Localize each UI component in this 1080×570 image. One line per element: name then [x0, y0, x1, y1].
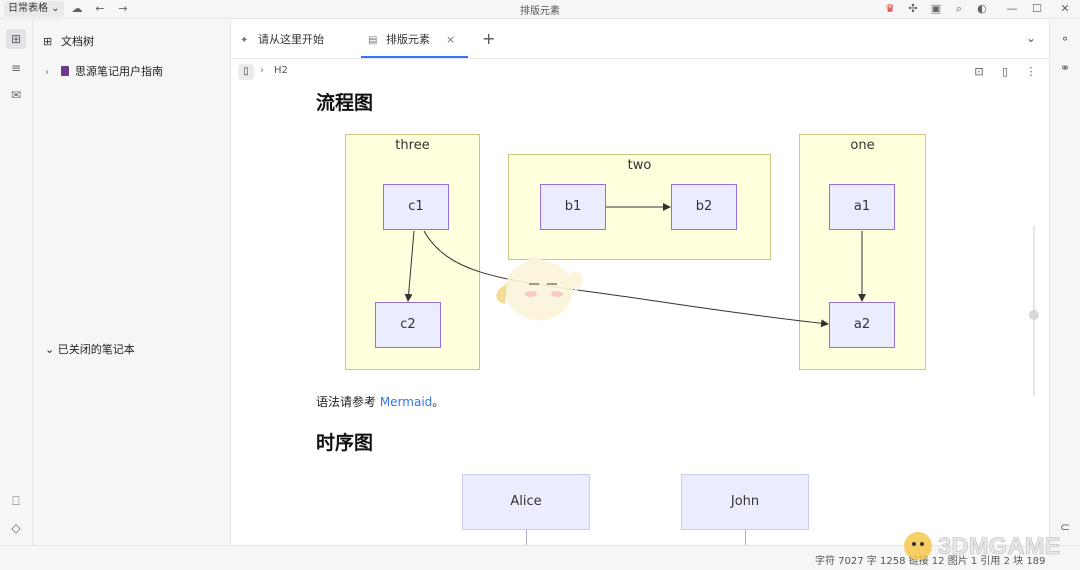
doc-tree-title: 文档树 [61, 35, 94, 48]
tab-label: 请从这里开始 [258, 33, 324, 46]
scrollbar-thumb[interactable] [1029, 310, 1039, 320]
close-icon[interactable]: ✕ [1060, 2, 1070, 15]
chevron-right-icon[interactable]: › [45, 67, 49, 78]
active-tab-indicator [361, 56, 468, 58]
tab-start-here[interactable]: ✦ 请从这里开始 [240, 31, 324, 49]
maximize-icon[interactable]: ☐ [1032, 2, 1042, 15]
link-icon[interactable]: ⊂ [1059, 520, 1071, 534]
lifeline-john [745, 530, 746, 545]
left-dock: ⊞ ≡ ✉ ⎕ ◇ ⊡ [0, 19, 33, 570]
lock-icon[interactable]: ⊡ [974, 65, 984, 78]
subgraph-title: two [627, 158, 652, 173]
window-title: 排版元素 [520, 6, 560, 17]
arrow-right-icon[interactable]: → [118, 2, 128, 15]
doc-tree-icon: ⊞ [43, 35, 53, 48]
chevron-down-icon[interactable]: ⌄ [1026, 31, 1037, 45]
doc-tree-icon[interactable]: ⊞ [6, 29, 26, 49]
minimize-icon[interactable]: — [1006, 2, 1018, 15]
sequence-heading[interactable]: 时序图 [316, 432, 374, 454]
chevron-down-icon: ⌄ [45, 343, 55, 356]
editor-content: 流程图 three two one c1 c2 b1 b2 a1 a2 [232, 86, 1032, 545]
subgraph-title: one [850, 138, 875, 153]
bookmark-icon[interactable]: ⎕ [12, 494, 20, 508]
right-dock: ⚬ ⚭ ⊂ [1049, 19, 1080, 570]
theme-icon[interactable]: ◐ [977, 2, 987, 15]
rocket-icon: ✦ [240, 35, 249, 46]
syntax-prefix: 语法请参考 [316, 395, 380, 409]
notebook-icon [61, 66, 69, 76]
lifeline-alice [526, 530, 527, 545]
search-icon[interactable]: ⌕ [955, 2, 963, 15]
word-count-status: 字符 7027 字 1258 链接 12 图片 1 引用 2 块 189 [815, 556, 1046, 567]
status-bar: 字符 7027 字 1258 链接 12 图片 1 引用 2 块 189 [0, 545, 1080, 570]
notebook-item[interactable]: › 思源笔记用户指南 [45, 64, 163, 80]
tab-close-icon[interactable]: × [446, 33, 456, 46]
document-icon[interactable]: ▯ [238, 64, 254, 80]
outline-icon[interactable]: ≡ [10, 61, 22, 75]
puzzle-icon[interactable]: ✣ [908, 2, 918, 15]
node-a1: a1 [829, 184, 895, 230]
graph-icon[interactable]: ⚬ [1059, 32, 1071, 46]
node-b1: b1 [540, 184, 606, 230]
participant-john: John [681, 474, 809, 530]
doc-tree-panel: ⊞ 文档树 › 思源笔记用户指南 ⌄ 已关闭的笔记本 [33, 19, 231, 545]
chevron-down-icon: ⌄ [51, 3, 60, 14]
chevron-right-icon: › [260, 65, 264, 76]
workspace-button[interactable]: 日常表格 ⌄ [4, 1, 64, 17]
mermaid-link[interactable]: Mermaid [379, 395, 433, 409]
node-c2: c2 [375, 302, 441, 348]
inbox-icon[interactable]: ✉ [10, 88, 22, 102]
tag-icon[interactable]: ◇ [11, 521, 21, 535]
doc-tree-header: ⊞ 文档树 [43, 33, 94, 49]
participant-alice: Alice [462, 474, 590, 530]
syntax-suffix: 。 [432, 395, 445, 409]
breadcrumb-heading[interactable]: H2 [274, 65, 288, 76]
syntax-paragraph[interactable]: 语法请参考 Mermaid。 [316, 393, 444, 410]
terminal-icon[interactable]: ▣ [930, 2, 942, 15]
crown-icon[interactable]: ♛ [885, 2, 895, 15]
node-c1: c1 [383, 184, 449, 230]
notebook-label: 思源笔记用户指南 [75, 65, 163, 78]
flowchart-diagram[interactable]: three two one c1 c2 b1 b2 a1 a2 [342, 131, 932, 376]
cloud-sync-icon[interactable]: ☁ [71, 2, 83, 15]
backlink-icon[interactable]: ⚭ [1059, 61, 1071, 75]
arrow-left-icon[interactable]: ← [95, 2, 105, 15]
add-tab-button[interactable]: + [482, 29, 496, 48]
tab-bar: ✦ 请从这里开始 ▤ 排版元素 × + ⌄ [232, 19, 1049, 59]
subgraph-title: three [395, 138, 430, 153]
closed-notebooks-label: 已关闭的笔记本 [57, 343, 135, 356]
node-b2: b2 [671, 184, 737, 230]
breadcrumb: ▯ › H2 ⊡ ▯ ⋮ [232, 60, 1049, 86]
document-icon: ▤ [368, 35, 378, 46]
flowchart-heading[interactable]: 流程图 [316, 92, 374, 114]
doc-info-icon[interactable]: ▯ [1001, 65, 1009, 78]
tab-label: 排版元素 [386, 33, 430, 46]
node-a2: a2 [829, 302, 895, 348]
closed-notebooks-section[interactable]: ⌄ 已关闭的笔记本 [45, 341, 135, 357]
tab-layout-elements[interactable]: ▤ 排版元素 [368, 31, 430, 49]
workspace-label: 日常表格 [8, 3, 48, 14]
more-icon[interactable]: ⋮ [1025, 65, 1037, 78]
title-bar: 日常表格 ⌄ ☁ ← → 排版元素 ♛ ✣ ▣ ⌕ ◐ — ☐ ✕ [0, 0, 1080, 19]
